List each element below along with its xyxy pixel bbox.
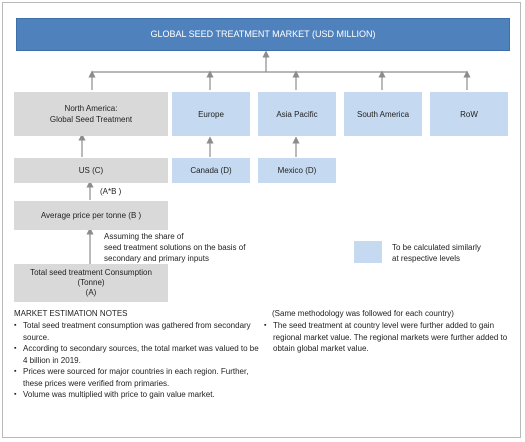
region-north-america: North America: Global Seed Treatment — [14, 92, 168, 136]
country-mexico: Mexico (D) — [258, 158, 336, 183]
consumption-box: Total seed treatment Consumption (Tonne)… — [14, 264, 168, 302]
note-item: According to secondary sources, the tota… — [14, 343, 262, 366]
note-item: Total seed treatment consumption was gat… — [14, 320, 262, 343]
country-canada: Canada (D) — [172, 158, 250, 183]
average-price-box: Average price per tonne (B ) — [14, 201, 168, 230]
assumption-note: Assuming the share of seed treatment sol… — [104, 232, 246, 263]
right-note-item: The seed treatment at country level were… — [264, 320, 510, 355]
region-south-america: South America — [344, 92, 422, 136]
country-us: US (C) — [14, 158, 168, 183]
global-market-title: GLOBAL SEED TREATMENT MARKET (USD MILLIO… — [16, 18, 510, 51]
region-europe: Europe — [172, 92, 250, 136]
legend-swatch — [354, 241, 382, 263]
right-notes-heading: (Same methodology was followed for each … — [272, 309, 454, 318]
legend-text: To be calculated similarly at respective… — [392, 243, 481, 263]
right-notes-list: The seed treatment at country level were… — [264, 320, 510, 355]
diagram-frame — [2, 2, 521, 438]
note-item: Prices were sourced for major countries … — [14, 366, 262, 389]
notes-heading: MARKET ESTIMATION NOTES — [14, 309, 128, 318]
region-row: RoW — [430, 92, 508, 136]
notes-list: Total seed treatment consumption was gat… — [14, 320, 262, 401]
formula-label: (A*B ) — [100, 187, 122, 196]
region-asia-pacific: Asia Pacific — [258, 92, 336, 136]
note-item: Volume was multiplied with price to gain… — [14, 389, 262, 401]
